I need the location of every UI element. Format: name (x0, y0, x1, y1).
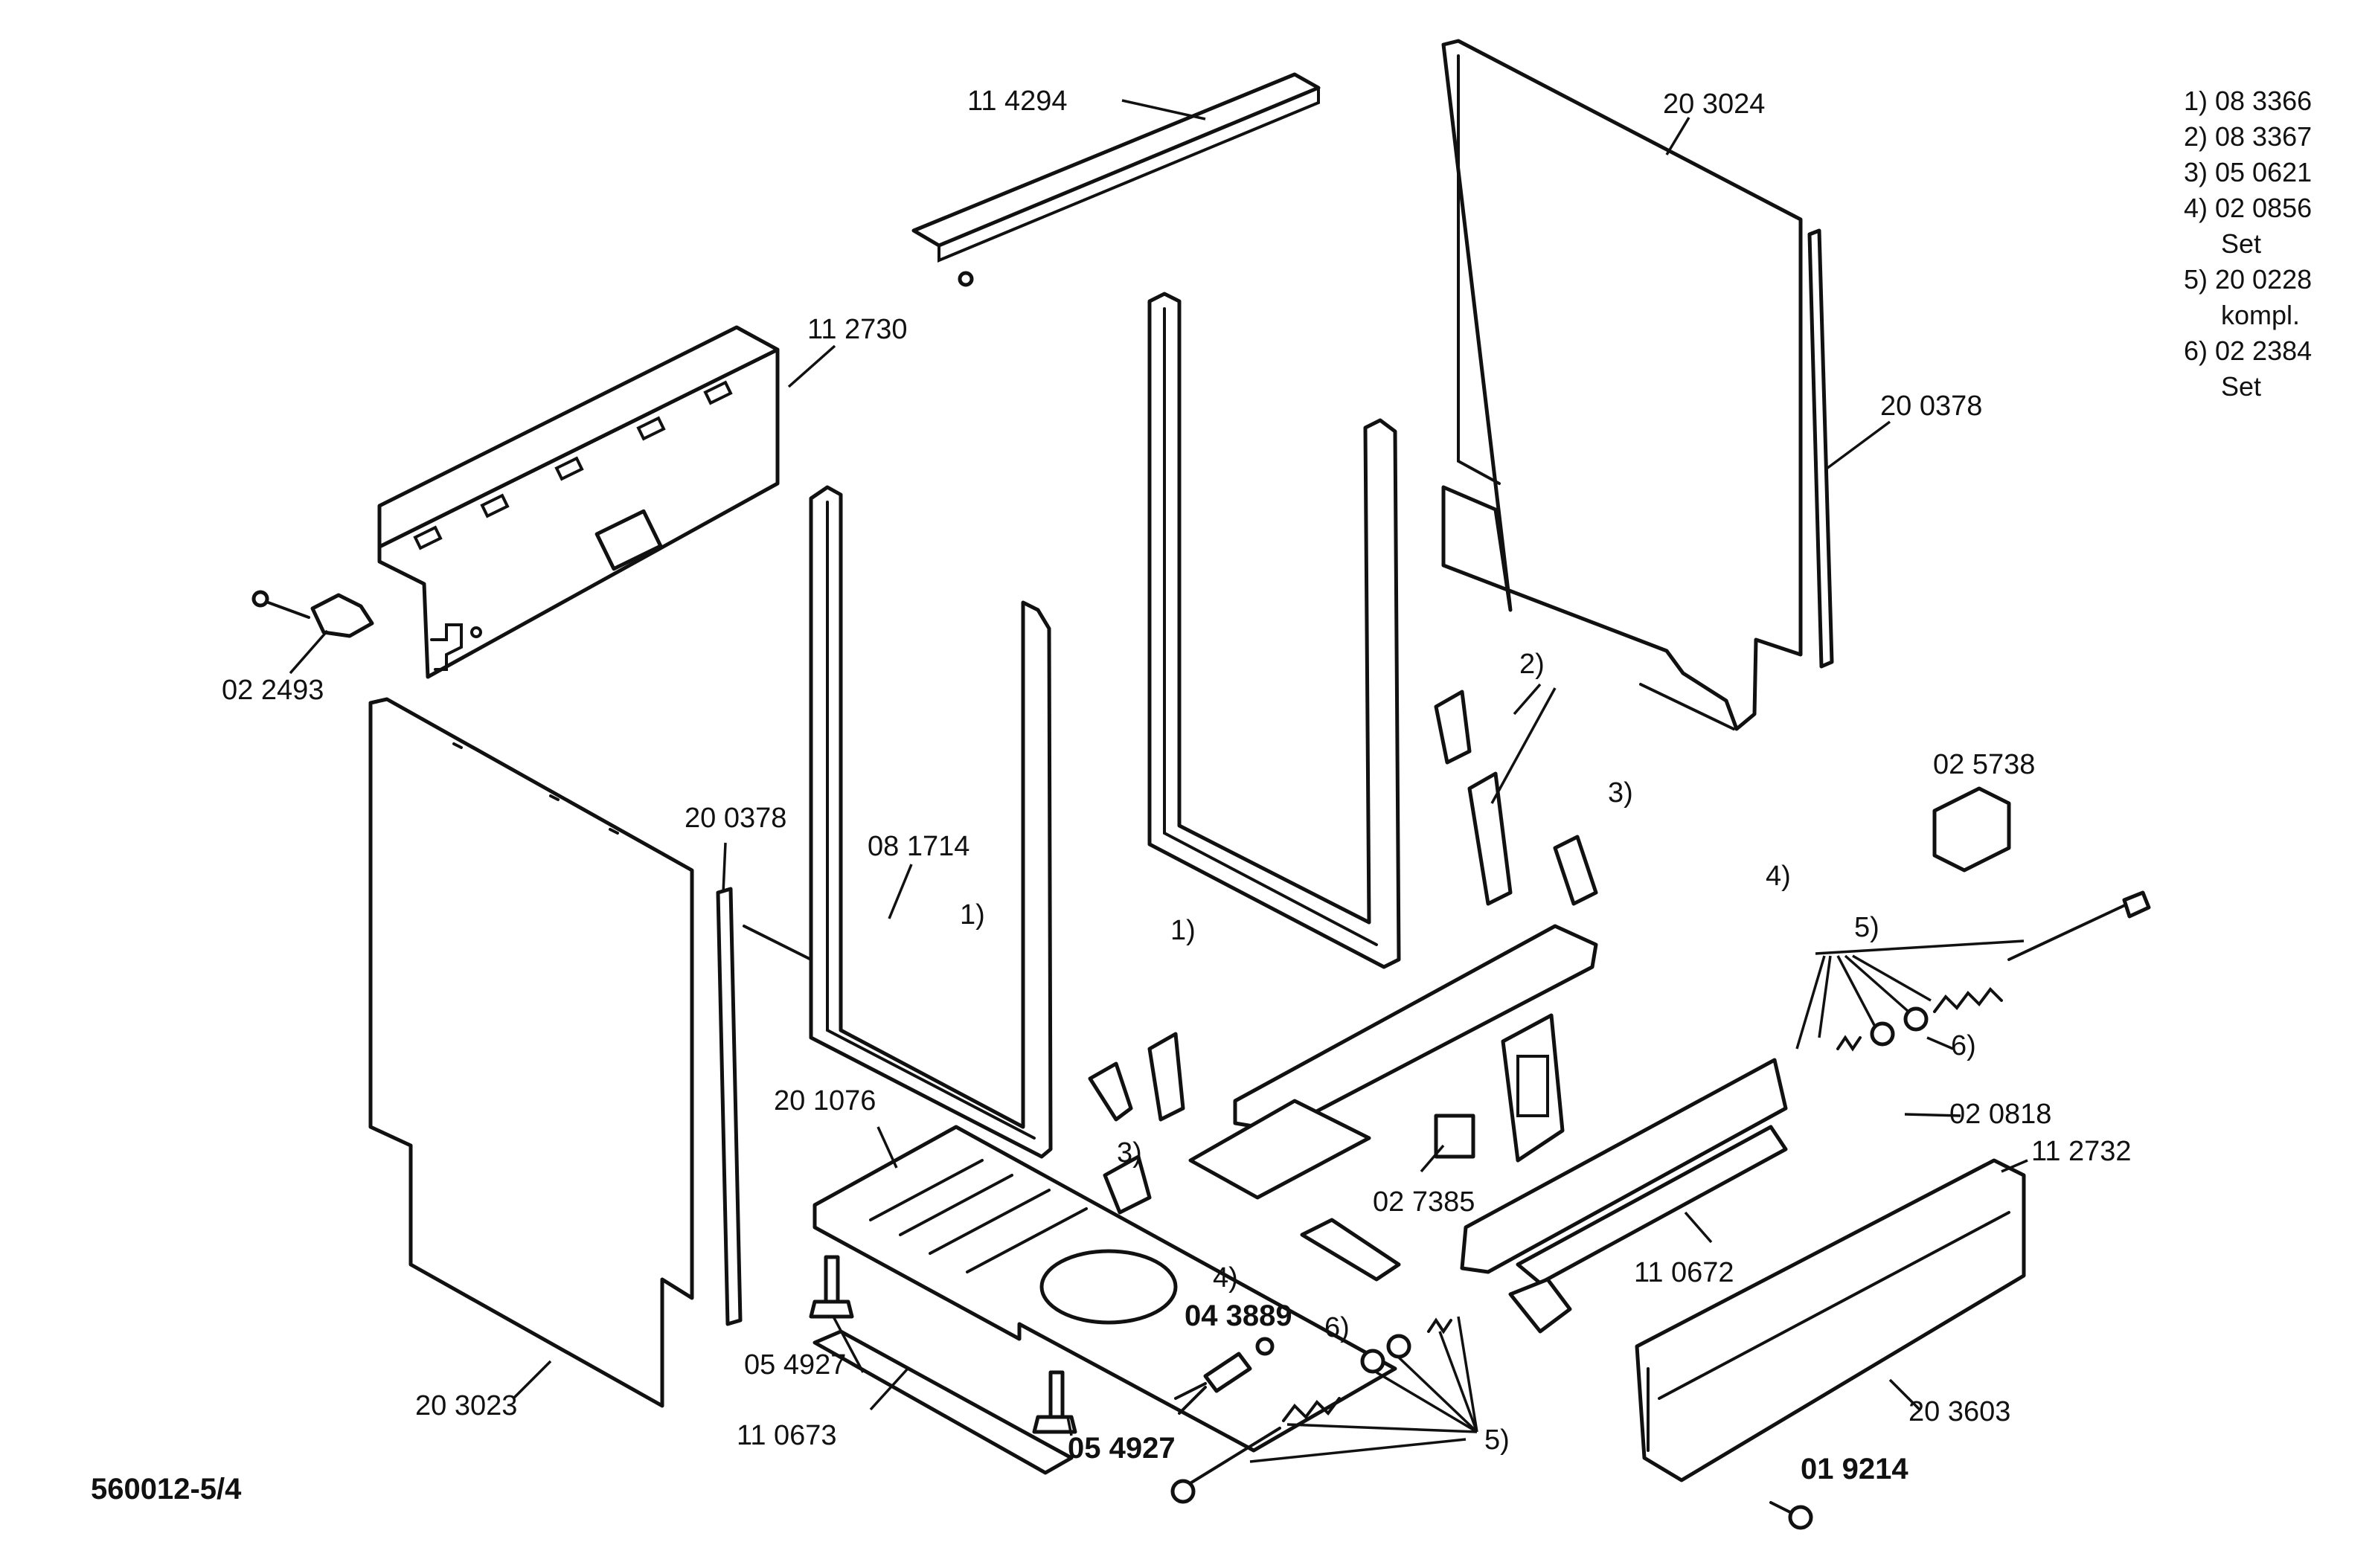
label-20-3603: 20 3603 (1908, 1396, 2010, 1427)
bottom-bracket-11-0673 (812, 1329, 1074, 1475)
legend-line: 6) 02 2384 (2184, 335, 2312, 366)
label-callout-6-right: 6) (1951, 1030, 1976, 1061)
label-05-4927-right: 05 4927 (1068, 1432, 1176, 1465)
label-20-0378-top: 20 0378 (1880, 391, 1982, 422)
label-01-9214: 01 9214 (1801, 1453, 1908, 1485)
cable-part-04-3889 (1174, 1337, 1275, 1415)
legend-line: Set (2221, 371, 2261, 402)
legend-line: 3) 05 0621 (2184, 157, 2312, 187)
top-cover-strip (911, 72, 1321, 287)
label-callout-4-top: 4) (1766, 861, 1791, 892)
legend-line: Set (2221, 228, 2261, 259)
label-05-4927-left: 05 4927 (744, 1349, 846, 1381)
left-side-panel (368, 697, 694, 1408)
leveling-foot-left (809, 1255, 854, 1319)
label-02-0818: 02 0818 (1949, 1099, 2051, 1130)
label-callout-5-top: 5) (1854, 912, 1879, 943)
mounting-plate (1501, 1013, 1565, 1163)
label-11-0673: 11 0673 (737, 1420, 837, 1451)
label-02-5738: 02 5738 (1933, 749, 2035, 780)
top-front-bracket (377, 325, 780, 679)
label-20-1076: 20 1076 (774, 1085, 876, 1116)
leader-lines (289, 99, 2028, 1463)
label-callout-1-mid: 1) (1170, 915, 1196, 946)
hinge-spring-assembly-bottom (1170, 1317, 1452, 1504)
label-04-3889: 04 3889 (1185, 1299, 1292, 1332)
label-20-3023: 20 3023 (415, 1390, 517, 1421)
right-edge-strip (1807, 228, 1834, 669)
label-20-3024: 20 3024 (1663, 89, 1765, 120)
label-11-0672: 11 0672 (1634, 1257, 1734, 1288)
left-edge-strip (716, 887, 743, 1326)
label-callout-5-bottom: 5) (1484, 1424, 1510, 1456)
label-20-0378-left: 20 0378 (685, 803, 786, 834)
connector-block (1434, 1114, 1475, 1159)
clip-screw (251, 590, 374, 638)
box-02-5738 (1932, 786, 2011, 873)
legend-line: 1) 08 3366 (2184, 86, 2312, 116)
legend-line: 4) 02 0856 (2184, 193, 2312, 223)
label-callout-3-mid: 3) (1117, 1137, 1142, 1169)
right-u-frame (1147, 292, 1401, 969)
kick-panel (1635, 1158, 2026, 1482)
label-11-4294: 11 4294 (967, 86, 1068, 117)
rear-base-rail (1460, 1058, 1788, 1334)
part-labels: 11 4294 20 3024 11 2730 20 0378 02 2493 … (91, 86, 2132, 1506)
hinge-brackets-center (1088, 690, 1598, 1215)
label-callout-2: 2) (1519, 649, 1545, 680)
legend-line: 5) 20 0228 (2184, 264, 2312, 295)
label-02-7385: 02 7385 (1373, 1186, 1475, 1218)
hinge-spring-assembly-top (1836, 890, 2151, 1052)
legend-line: kompl. (2221, 300, 2300, 330)
legend: 1) 08 3366 2) 08 3367 3) 05 0621 4) 02 0… (2184, 86, 2312, 402)
label-callout-1-left: 1) (960, 899, 985, 931)
screw-01-9214 (1769, 1501, 1813, 1530)
label-11-2730: 11 2730 (807, 314, 908, 345)
left-u-frame (809, 485, 1053, 1159)
back-panel (1441, 39, 1803, 731)
legend-line: 2) 08 3367 (2184, 121, 2312, 152)
support-rail (743, 924, 1598, 1282)
label-02-2493: 02 2493 (222, 675, 324, 706)
label-callout-3-top: 3) (1608, 777, 1633, 809)
leveling-foot-right (1032, 1370, 1077, 1434)
label-callout-4-mid: 4) (1213, 1262, 1238, 1294)
label-callout-6-bottom: 6) (1324, 1312, 1350, 1343)
label-11-2732: 11 2732 (2031, 1136, 2132, 1167)
drawing-number: 560012-5/4 (91, 1473, 242, 1506)
label-08-1714: 08 1714 (868, 831, 969, 862)
